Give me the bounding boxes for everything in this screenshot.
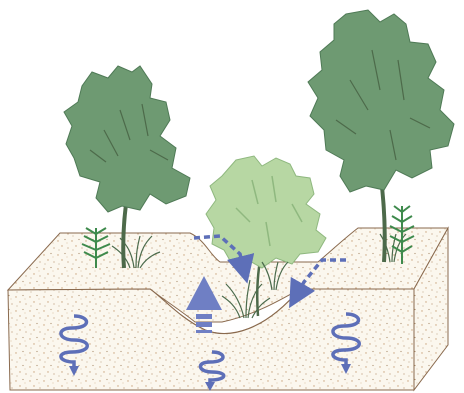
- tree-icon: [308, 10, 454, 262]
